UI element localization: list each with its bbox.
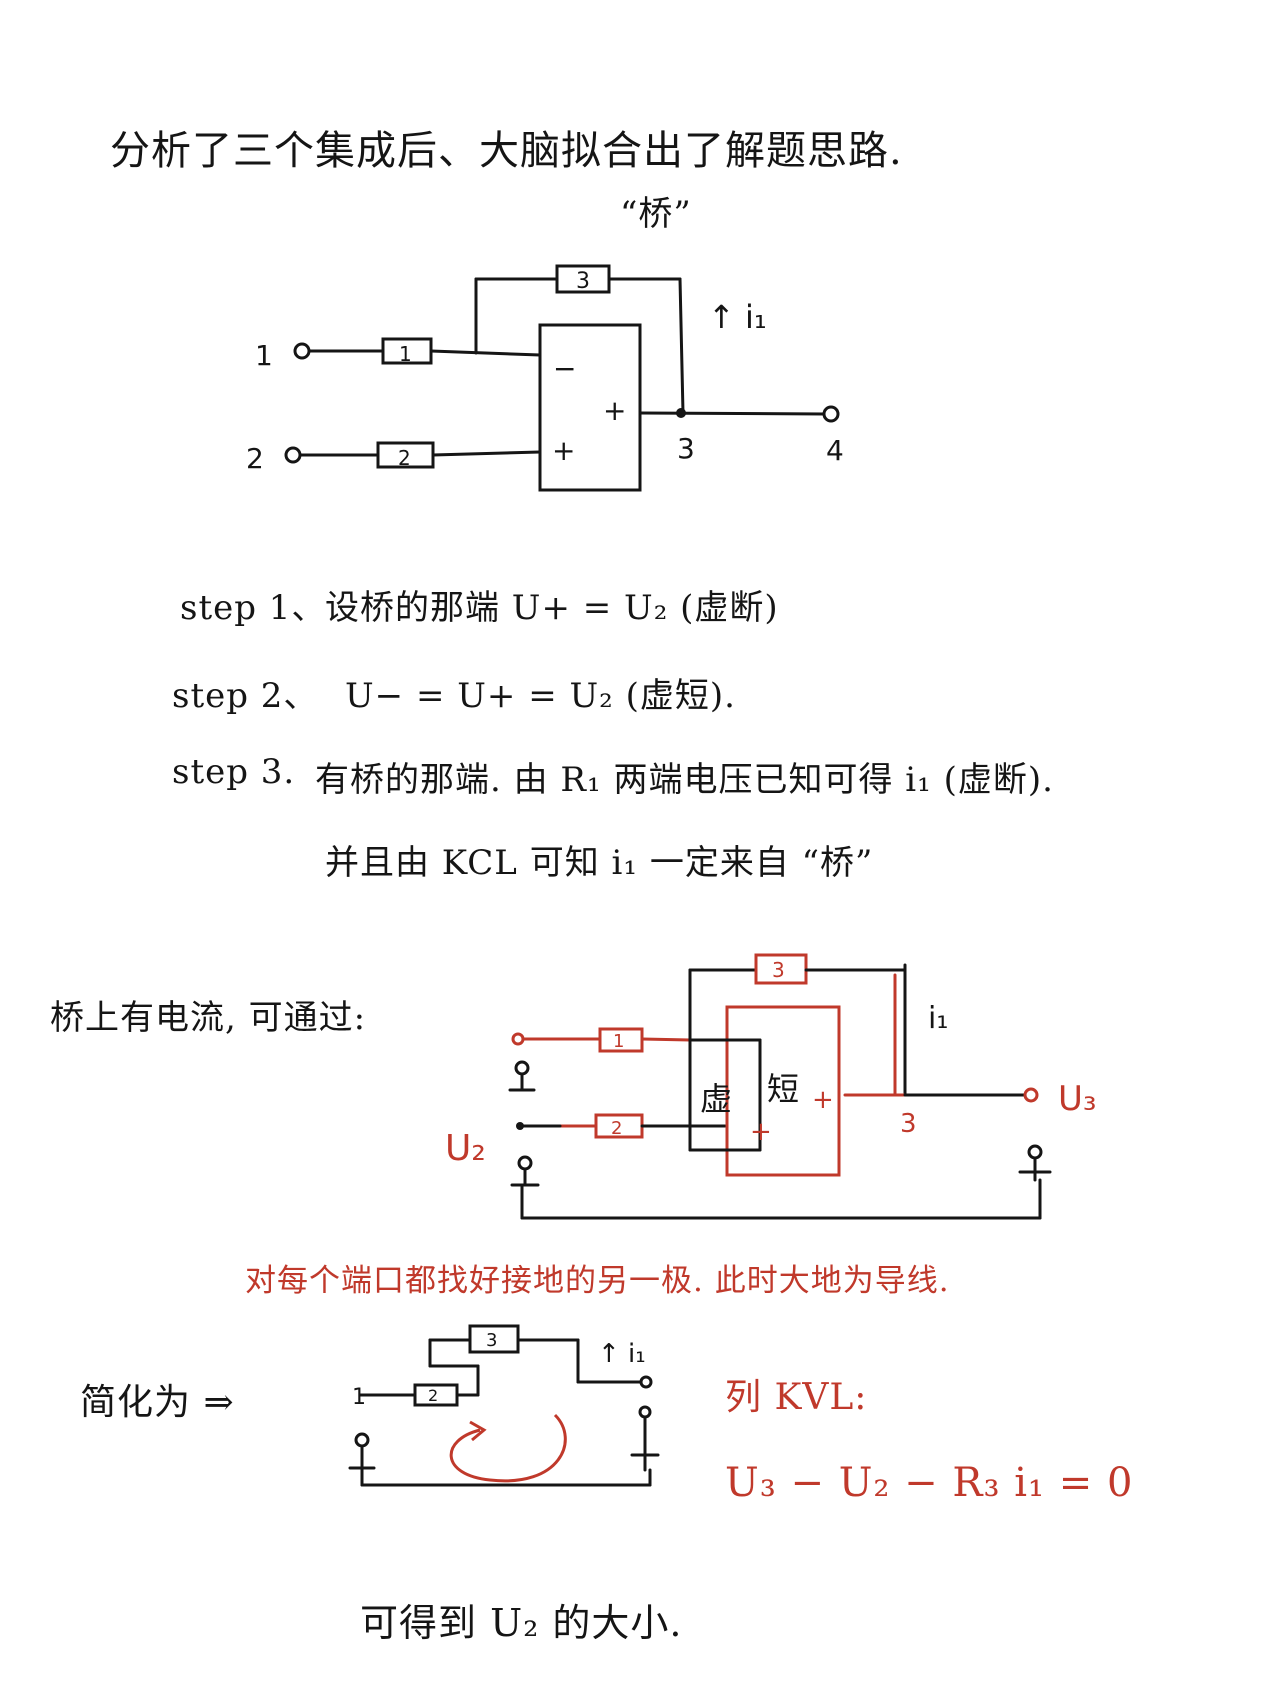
current-i1-label: ↑ i₁ (708, 298, 767, 336)
step-1-text: 设桥的那端 U+ = U₂ (虚断) (325, 588, 779, 628)
d3-resistor-3-label: 3 (486, 1330, 497, 1351)
resistor-3-label: 3 (576, 269, 590, 294)
step-2-label: step 2、 (172, 676, 319, 716)
conclusion: 可得到 U₂ 的大小. (360, 1601, 683, 1645)
kvl-equation: U₃ − U₂ − R₃ i₁ = 0 (725, 1460, 1134, 1506)
opamp-plus-label: + (552, 434, 575, 467)
virtual-label: 虚 (700, 1080, 732, 1118)
d2-resistor-1-label: 1 (613, 1031, 624, 1052)
step-3-continuation: 并且由 KCL 可知 i₁ 一定来自 “桥” (325, 843, 874, 883)
resistor-2-label: 2 (398, 446, 411, 470)
d2-node-3-label: 3 (900, 1109, 917, 1139)
ground-note: 对每个端口都找好接地的另一极. 此时大地为导线. (245, 1263, 950, 1299)
step-3-label: step 3. (172, 752, 296, 792)
resistor-1-label: 1 (399, 342, 412, 366)
simplify-label: 简化为 ⇒ (80, 1382, 235, 1423)
d2-plus-top-label: + (812, 1085, 834, 1115)
short-label: 短 (767, 1070, 799, 1108)
bridge-current-note: 桥上有电流, 可通过: (50, 998, 367, 1038)
node-4-label: 4 (826, 434, 844, 467)
d3-current-label: ↑ i₁ (598, 1339, 646, 1369)
node-2-label: 2 (246, 442, 264, 475)
page-title: 分析了三个集成后、大脑拟合出了解题思路. (110, 128, 903, 174)
opamp-output-plus-label: + (603, 394, 626, 427)
opamp-minus-label: − (553, 352, 576, 385)
node-3-label: 3 (677, 432, 695, 465)
kvl-title: 列 KVL: (725, 1377, 868, 1418)
step-3-text: 有桥的那端. 由 R₁ 两端电压已知可得 i₁ (虚断). (315, 760, 1054, 800)
bridge-label: “桥” (620, 194, 692, 234)
u3-label: U₃ (1058, 1079, 1097, 1119)
d3-resistor-2-label: 2 (428, 1386, 438, 1405)
step-2-text: U− = U+ = U₂ (虚短). (345, 676, 736, 716)
step-1-label: step 1、 (180, 588, 327, 628)
u2-label: U₂ (445, 1128, 486, 1169)
d2-current-label: i₁ (928, 1001, 948, 1036)
d3-node-1-label: 1 (352, 1385, 366, 1410)
d2-resistor-2-label: 2 (611, 1118, 622, 1139)
d2-resistor-3-label: 3 (772, 958, 785, 982)
node-1-label: 1 (255, 339, 273, 372)
d2-plus-bottom-label: + (750, 1117, 772, 1147)
